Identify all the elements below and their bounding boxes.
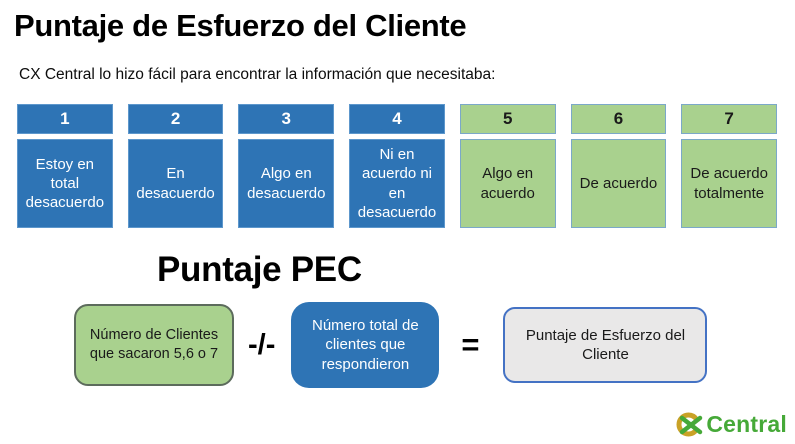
scale-label-5: Algo en acuerdo [459,139,556,228]
pec-formula: Número de Clientes que sacaron 5,6 o 7 -… [74,302,724,388]
cx-logo-icon [675,410,705,439]
scale-label-6: De acuerdo [570,139,667,228]
numerator-box: Número de Clientes que sacaron 5,6 o 7 [74,304,234,386]
cx-central-logo: Central [675,410,787,439]
subtitle: CX Central lo hizo fácil para encontrar … [19,66,496,83]
scale-number-3: 3 [238,104,335,134]
pec-heading: Puntaje PEC [157,250,362,289]
scale-number-2: 2 [127,104,224,134]
scale-label-3: Algo en desacuerdo [238,139,335,228]
scale-number-4: 4 [349,104,445,134]
scale-number-5: 5 [459,104,556,134]
scale-label-1: Estoy en total desacuerdo [17,139,113,228]
equals-sign: = [461,327,480,362]
logo-text: Central [706,411,787,437]
scale-label-2: En desacuerdo [127,139,224,228]
denominator-box: Número total de clientes que respondiero… [291,302,440,388]
page-title: Puntaje de Esfuerzo del Cliente [14,8,467,43]
scale-number-1: 1 [17,104,113,134]
scale-label-7: De acuerdo totalmente [681,139,777,228]
result-box: Puntaje de Esfuerzo del Cliente [503,307,708,383]
scale-label-4: Ni en acuerdo ni en desacuerdo [349,139,445,228]
scale-number-7: 7 [681,104,777,134]
scale-number-6: 6 [570,104,667,134]
division-operator: -/- [248,328,276,361]
